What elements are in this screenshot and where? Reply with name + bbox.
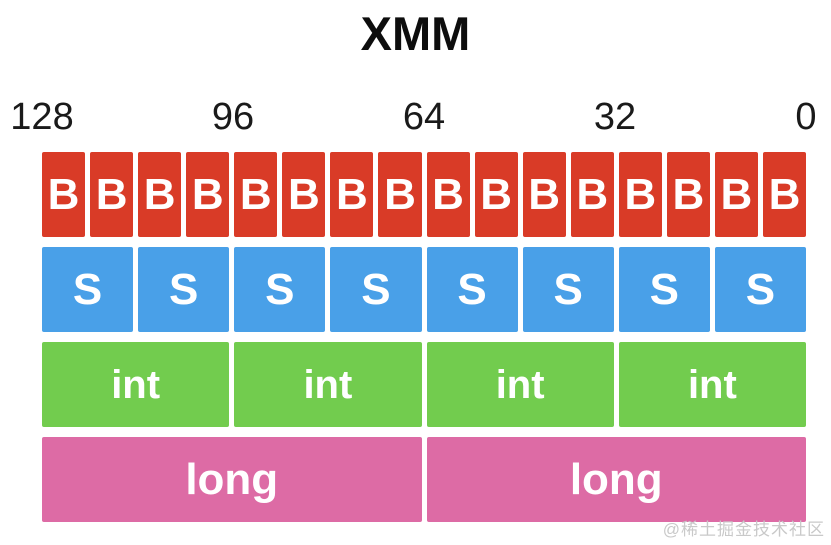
short-row-cell: S <box>138 247 230 332</box>
byte-row-cell: B <box>618 152 662 237</box>
bit-label-96: 96 <box>211 96 255 138</box>
long-row-cell: long <box>426 437 806 522</box>
short-row-cell: S <box>330 247 422 332</box>
bit-label-64: 64 <box>402 96 446 138</box>
short-row-cell: S <box>522 247 614 332</box>
byte-row-cell: B <box>426 152 470 237</box>
byte-row-cell: B <box>474 152 518 237</box>
byte-row-cell: B <box>570 152 614 237</box>
int-row-cell: int <box>618 342 806 427</box>
watermark: @稀土掘金技术社区 <box>662 520 825 539</box>
byte-row-cell: B <box>330 152 374 237</box>
byte-row-cell: B <box>522 152 566 237</box>
int-row-cell: int <box>234 342 422 427</box>
short-row-cell: S <box>618 247 710 332</box>
byte-row-cell: B <box>234 152 278 237</box>
bit-label-128: 128 <box>10 96 74 138</box>
bit-label-32: 32 <box>593 96 637 138</box>
byte-row-cell: B <box>90 152 134 237</box>
byte-row-cell: B <box>282 152 326 237</box>
byte-row-cell: B <box>666 152 710 237</box>
byte-row-cell: B <box>138 152 182 237</box>
bit-label-0: 0 <box>795 96 817 138</box>
short-row-cell: S <box>714 247 806 332</box>
byte-row-cell: B <box>714 152 758 237</box>
short-row-cell: S <box>426 247 518 332</box>
diagram-title: XMM <box>360 7 471 60</box>
int-row-cell: int <box>42 342 230 427</box>
byte-row-cell: B <box>186 152 230 237</box>
byte-row-cell: B <box>378 152 422 237</box>
bit-scale: 128 96 64 32 0 <box>10 96 816 142</box>
byte-row-cell: B <box>42 152 86 237</box>
short-row-cell: S <box>234 247 326 332</box>
int-row-cell: int <box>426 342 614 427</box>
short-row-cell: S <box>42 247 134 332</box>
byte-row-cell: B <box>762 152 806 237</box>
long-row-cell: long <box>42 437 422 522</box>
